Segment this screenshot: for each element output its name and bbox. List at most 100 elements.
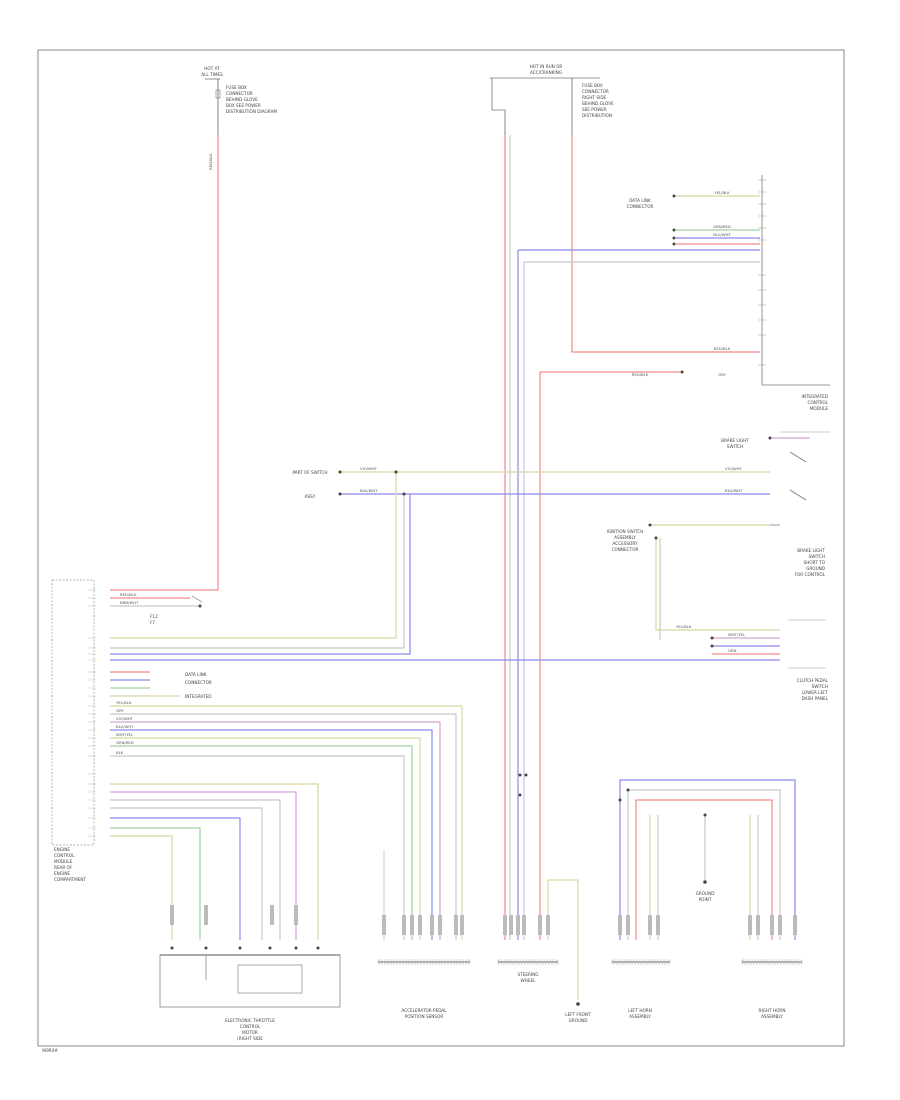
wire-label-lh-2: GRY — [116, 708, 124, 713]
brake-note-3: SHORT TO — [804, 560, 826, 565]
fuse-note-center-3: RIGHT SIDE — [582, 95, 607, 100]
left-module-connector: ENGINE CONTROL MODULE REAR OF ENGINE COM… — [51, 579, 96, 882]
ground-point-label-1: LEFT FRONT — [565, 1012, 591, 1017]
left-module-label-1: ENGINE — [54, 847, 70, 852]
wire-label-mid-4: BLU/WHT — [725, 488, 743, 493]
wire-label-clutch-2: WHT/YEL — [728, 632, 746, 637]
wire-label-top-3: BLU/WHT — [713, 232, 731, 237]
brake-note-2: SWITCH — [809, 554, 825, 559]
controller-ref-label: INTEGRATED — [185, 694, 212, 699]
clutch-feed-wires — [655, 538, 780, 655]
steering-wheel-label-2: WHEEL — [521, 978, 537, 983]
horn-wires — [619, 779, 796, 940]
wire-label-lh-1: YEL/BLK — [116, 700, 132, 705]
elec-throttle-label-2: CONTROL — [240, 1024, 261, 1029]
fuse-note-left-4: BOX SEE POWER — [226, 103, 261, 108]
fuse-note-center-2: CONNECTOR — [582, 89, 609, 94]
right-horn-label-2: ASSEMBLY — [761, 1014, 783, 1019]
fuse-tag-1: F12 — [150, 614, 158, 619]
wire-label-top-2: GRN/RED — [713, 224, 731, 229]
elec-throttle-label-1: ELECTRONIC THROTTLE — [225, 1018, 275, 1023]
ignition-switch-label-3: ACCESSORY — [612, 541, 638, 546]
brake-switch-label-1: BRAKE LIGHT — [721, 438, 749, 443]
bottom-pin-markers — [170, 905, 797, 935]
fuse-top-left: HOT AT ALL TIMES FUSE BOX CONNECTOR BEHI… — [201, 66, 277, 170]
fuse-tag-2: F7 — [150, 620, 155, 625]
middle-horizontal-wires — [110, 471, 770, 655]
controller-top-label-1: INTEGRATED — [801, 394, 828, 399]
fuse-note-left-2: CONNECTOR — [226, 91, 253, 96]
left-module-label-3: MODULE — [54, 859, 73, 864]
fuse-note-left-1: FUSE BOX — [226, 85, 247, 90]
elec-throttle-label-3: MOTOR — [242, 1030, 258, 1035]
wire-label-mid-3: VIO/WHT — [725, 466, 743, 471]
left-horn-connector: LEFT HORN ASSEMBLY — [611, 959, 671, 1019]
left-module-top-wires — [110, 597, 200, 607]
fuse-top-center-label-2: ACC/CRANKING — [530, 70, 562, 75]
dlc-ref-label-2: CONNECTOR — [185, 680, 212, 685]
fuse-note-center-1: FUSE BOX — [582, 83, 603, 88]
ground-center-label-1: GROUND — [696, 891, 715, 896]
wire-label-top-1: YEL/BLK — [714, 190, 730, 195]
ignition-switch-labels: IGNITION SWITCH ASSEMBLY ACCESSORY CONNE… — [607, 529, 826, 577]
wire-label-lh-5: WHT/YEL — [116, 732, 134, 737]
fuse-top-center-label-1: HOT IN RUN OR — [530, 64, 563, 69]
brake-note-4: GROUND — [806, 566, 825, 571]
wire-label-lm-1: RED/BLK — [120, 592, 137, 597]
wire-label-lh-3: VIO/WHT — [116, 716, 134, 721]
brake-switch-area: BRAKE LIGHT SWITCH — [721, 431, 830, 526]
main-vertical-wires — [110, 135, 760, 940]
left-module-label-6: COMPARTMENT — [54, 877, 87, 882]
switch-parts-label-1: PART OF SWITCH — [292, 470, 327, 475]
wire-label-left-red: RED/BLK — [208, 153, 213, 170]
fuse-note-center-6: DISTRIBUTION — [582, 113, 612, 118]
left-module-label-4: REAR OF — [54, 865, 73, 870]
controller-top-label-2: CONTROL — [808, 400, 829, 405]
ignition-switch-label-2: ASSEMBLY — [614, 535, 636, 540]
fuse-note-center-4: BEHIND GLOVE — [582, 101, 614, 106]
clutch-switch-label-2: SWITCH — [812, 684, 828, 689]
brake-switch-label-2: SWITCH — [727, 444, 743, 449]
ignition-switch-label-4: CONNECTOR — [612, 547, 639, 552]
steering-wheel-connector: STEERING WHEEL LEFT FRONT GROUND — [497, 773, 591, 1023]
ground-center-label-2: POINT — [699, 897, 712, 902]
wire-label-lh-4: BLU/WHT — [116, 724, 134, 729]
brake-note-5: FOR CONTROL — [795, 572, 826, 577]
dlc-ref-label-1: DATA LINK — [185, 672, 207, 677]
ground-point-label-2: GROUND — [569, 1018, 588, 1023]
controller-top-label-3: MODULE — [810, 406, 829, 411]
wire-label-lh-7: BLK — [116, 750, 124, 755]
clutch-switch-label-4: DASH PANEL — [802, 696, 829, 701]
fuse-top-center: HOT IN RUN OR ACC/CRANKING FUSE BOX CONN… — [490, 64, 614, 135]
wire-label-lm-2: BRN/WHT — [120, 600, 139, 605]
fuse-top-left-label-2: ALL TIMES — [201, 72, 223, 77]
wire-label-clutch-1: YEL/BLK — [676, 624, 692, 629]
page-code: W9R4# — [42, 1048, 58, 1053]
accel-pedal-label-2: POSITION SENSOR — [405, 1014, 444, 1019]
controller-top-connector: DATA LINK CONNECTOR YEL/BLK GRN/RED BLU/… — [627, 175, 830, 411]
electronic-throttle-box: ELECTRONIC THROTTLE CONTROL MOTOR (RIGHT… — [159, 946, 341, 1041]
fuse-note-left-3: BEHIND GLOVE — [226, 97, 258, 102]
switch-parts-label-2: ASSY — [305, 494, 316, 499]
wire-label-top-4: RED/BLK — [714, 346, 731, 351]
wire-label-top-5: RED/BLK — [632, 372, 649, 377]
clutch-switch-label-3: LOWER LEFT — [802, 690, 829, 695]
fuse-note-center-5: SEE POWER — [582, 107, 607, 112]
clutch-switch-label-1: CLUTCH PEDAL — [797, 678, 829, 683]
left-module-label-5: ENGINE — [54, 871, 70, 876]
left-horn-label-1: LEFT HORN — [628, 1008, 652, 1013]
steering-wheel-label-1: STEERING — [517, 972, 538, 977]
left-module-harness — [110, 671, 463, 940]
fuse-note-left-5: DISTRIBUTION DIAGRAM — [226, 109, 277, 114]
diagram-frame — [37, 49, 845, 1047]
left-horn-label-2: ASSEMBLY — [629, 1014, 651, 1019]
wire-label-mid-2: BLU/WHT — [360, 488, 378, 493]
elec-throttle-label-4: (RIGHT SIDE — [237, 1036, 263, 1041]
dlc-label-2: CONNECTOR — [627, 204, 654, 209]
wire-label-mid-1: VIO/WHT — [360, 466, 378, 471]
ignition-switch-label-1: IGNITION SWITCH — [607, 529, 644, 534]
brake-note-1: BRAKE LIGHT — [797, 548, 825, 553]
accel-pedal-label-1: ACCELERATOR PEDAL — [401, 1008, 447, 1013]
wire-label-lh-6: GRN/RED — [116, 740, 134, 745]
